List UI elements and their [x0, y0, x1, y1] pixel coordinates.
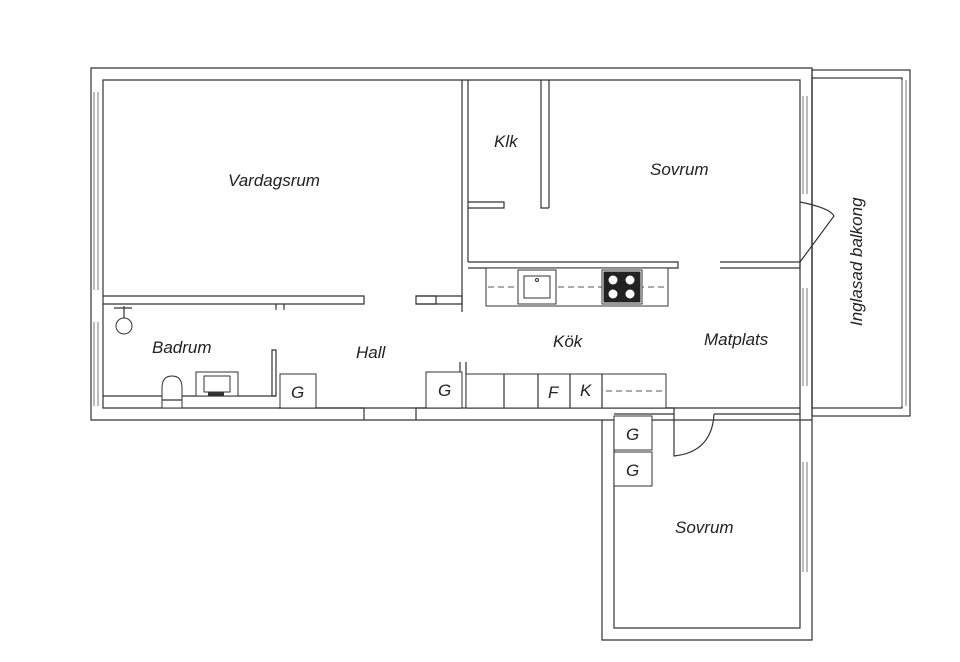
toilet-icon — [161, 375, 183, 409]
room-label-matplats: Matplats — [704, 330, 769, 349]
fridge-label: F — [548, 383, 560, 402]
room-label-sovrum-bottom: Sovrum — [675, 518, 734, 537]
shower-icon — [114, 306, 133, 335]
wardrobe-label-kitchen: G — [438, 381, 451, 400]
windows — [93, 92, 808, 572]
sink-icon — [195, 371, 239, 397]
room-label-badrum: Badrum — [152, 338, 212, 357]
room-label-hall: Hall — [356, 343, 387, 362]
kitchen-counter-lower — [465, 373, 667, 409]
wardrobes — [279, 371, 653, 487]
wardrobe-label-bedroom-1: G — [626, 425, 639, 444]
freezer-label: K — [580, 381, 592, 400]
room-label-balkong: Inglasad balkong — [847, 197, 866, 326]
wardrobe-label-bedroom-2: G — [626, 461, 639, 480]
room-label-klk: Klk — [494, 132, 519, 151]
room-label-sovrum-top: Sovrum — [650, 160, 709, 179]
kitchen-counter-upper — [485, 267, 669, 307]
closet-letters: G G F K G G — [291, 381, 639, 480]
outer-walls — [90, 67, 813, 641]
wardrobe-label-hall: G — [291, 383, 304, 402]
room-labels: Vardagsrum Klk Sovrum Inglasad balkong B… — [152, 132, 866, 537]
balcony — [799, 69, 911, 417]
bathroom-fixtures — [114, 306, 239, 409]
room-label-kok: Kök — [553, 332, 584, 351]
room-label-vardagsrum: Vardagsrum — [228, 171, 320, 190]
